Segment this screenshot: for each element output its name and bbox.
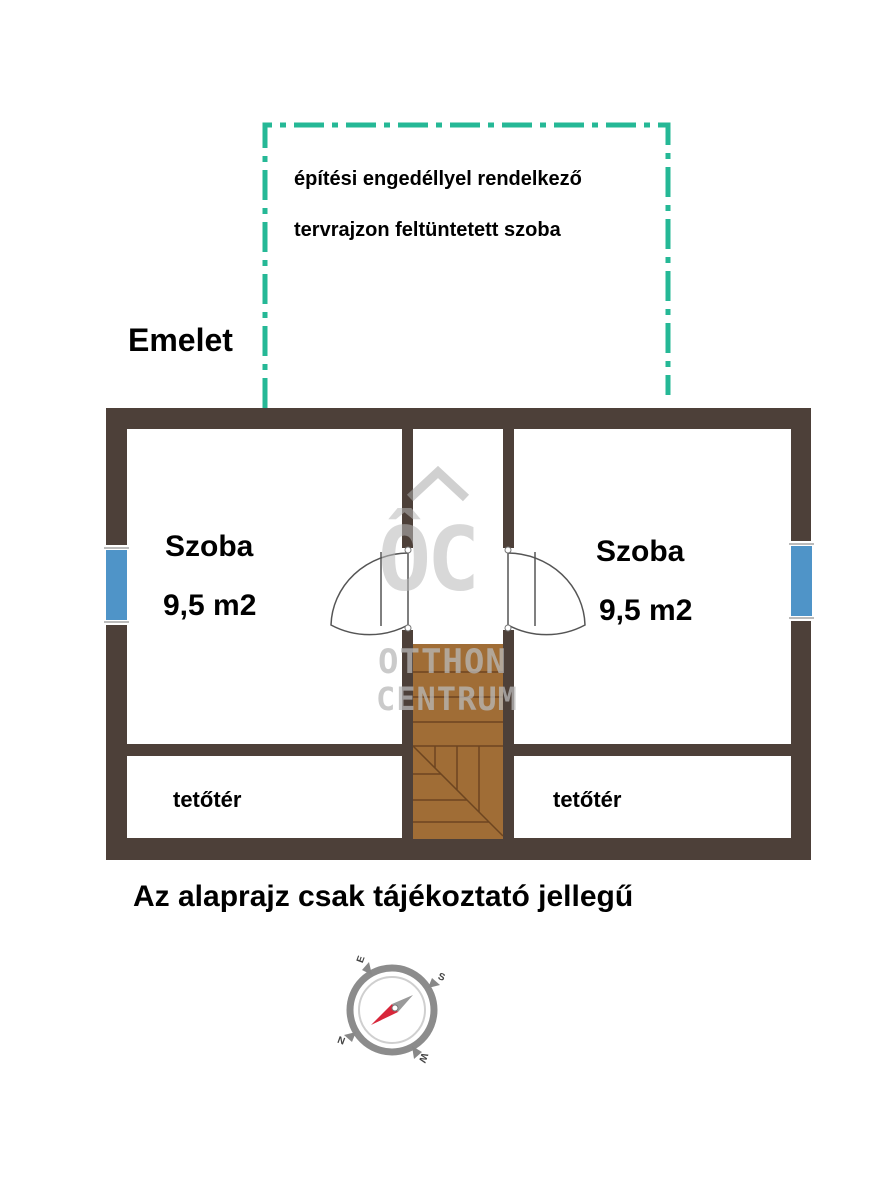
disclaimer: Az alaprajz csak tájékoztató jellegű [133, 880, 634, 913]
door-swing-icon [502, 546, 586, 636]
room-left-name: Szoba [165, 530, 254, 563]
room-right-name: Szoba [596, 535, 685, 568]
planned-room-note-line1: építési engedéllyel rendelkező [294, 168, 582, 190]
room-left-area: 9,5 m2 [163, 589, 257, 622]
attic-right-label: tetőtér [553, 787, 622, 812]
planned-room-note-line2: tervrajzon feltüntetett szoba [294, 219, 561, 241]
room-right-area: 9,5 m2 [599, 594, 693, 627]
otthon-centrum-logo-icon [406, 465, 470, 502]
watermark-line2: CENTRUM [376, 680, 518, 718]
floor-label: Emelet [128, 322, 233, 358]
attic-left-label: tetőtér [173, 787, 242, 812]
attic-left [127, 756, 402, 838]
watermark-logo: ÔC [378, 508, 480, 611]
corridor [413, 429, 503, 644]
planned-room-outline [262, 122, 671, 408]
window-icon [104, 545, 129, 625]
watermark-line1: OTTHON [378, 642, 507, 682]
door-swing-icon [330, 546, 414, 636]
window-icon [789, 541, 814, 621]
compass-icon [344, 962, 440, 1059]
attic-right [514, 756, 791, 838]
stairs-icon [412, 644, 504, 839]
